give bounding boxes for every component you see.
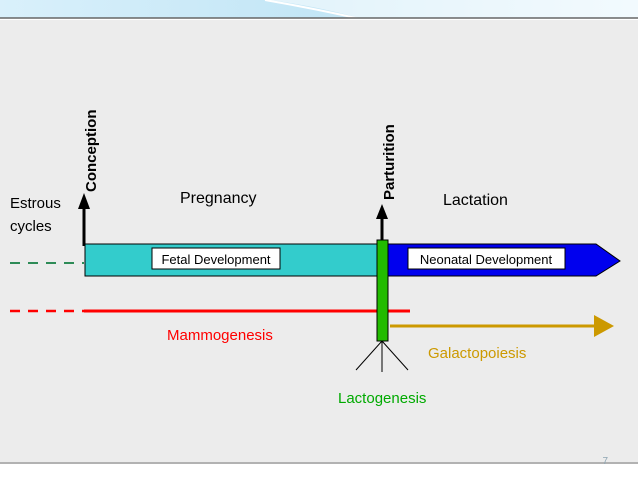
neonatal-development-label: Neonatal Development (420, 252, 553, 267)
estrous-label-line1: Estrous (10, 195, 61, 212)
parturition-bar (376, 239, 389, 342)
conception-arrowhead (78, 193, 90, 209)
conception-label: Conception (83, 110, 100, 193)
lactogenesis-fork (355, 340, 409, 372)
lactogenesis-label: Lactogenesis (338, 390, 426, 407)
parturition-arrowhead (376, 204, 388, 219)
lactation-label: Lactation (443, 192, 508, 209)
diagram-background (0, 20, 638, 462)
estrous-label-line2: cycles (10, 218, 52, 235)
pregnancy-label: Pregnancy (180, 190, 257, 207)
galactopoiesis-arrowhead (594, 315, 614, 337)
galactopoiesis-label: Galactopoiesis (428, 345, 526, 362)
fetal-development-label: Fetal Development (161, 252, 270, 267)
slide-number: 7 (602, 456, 608, 467)
fetal-development-label-box (151, 247, 281, 270)
neonatal-development-label-box (407, 247, 566, 270)
parturition-label: Parturition (381, 124, 398, 200)
header-band (0, 0, 638, 21)
mammogenesis-label: Mammogenesis (167, 327, 273, 344)
